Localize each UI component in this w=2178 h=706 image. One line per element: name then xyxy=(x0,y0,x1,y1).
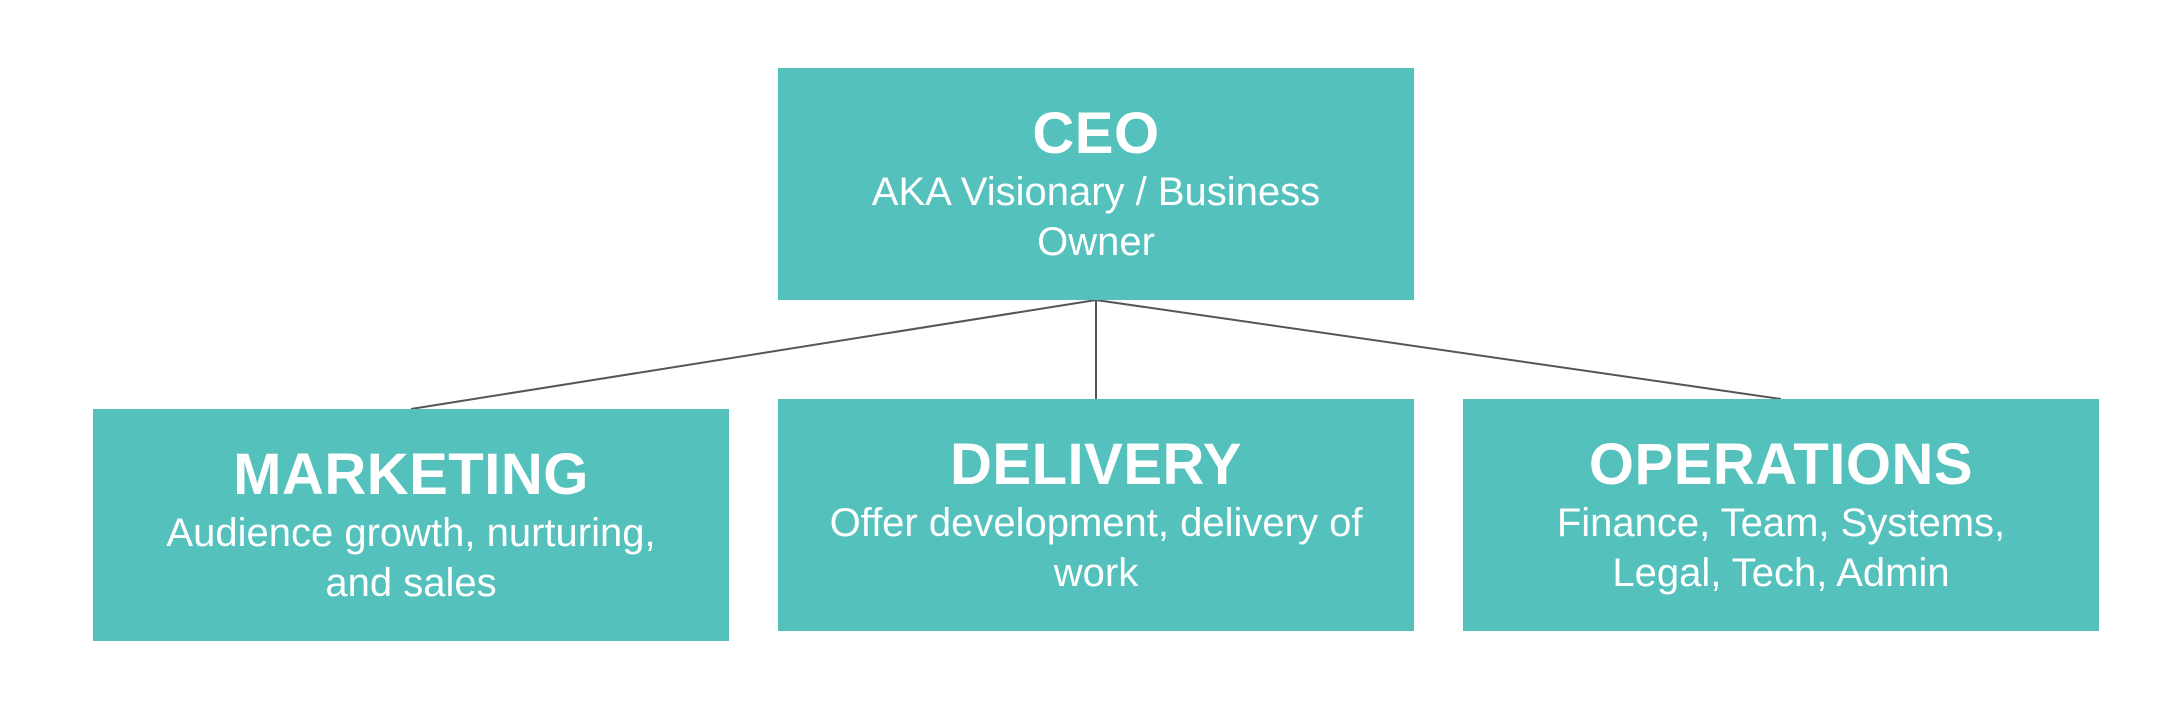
marketing-title: MARKETING xyxy=(233,442,589,507)
ceo-title: CEO xyxy=(1032,101,1160,166)
operations-title: OPERATIONS xyxy=(1588,432,1974,497)
operations-description: Finance, Team, Systems, Legal, Tech, Adm… xyxy=(1556,501,2006,595)
delivery-title: DELIVERY xyxy=(950,432,1242,497)
operations-box: OPERATIONS Finance, Team, Systems, Legal… xyxy=(1463,399,2099,631)
marketing-description: Audience growth, nurturing, and sales xyxy=(166,511,656,605)
delivery-description: Offer development, delivery of work xyxy=(829,501,1363,595)
connector-ceo-marketing xyxy=(410,299,1097,410)
ceo-box: CEO AKA Visionary / Business Owner xyxy=(778,68,1414,300)
ceo-description: AKA Visionary / Business Owner xyxy=(871,170,1321,264)
marketing-box: MARKETING Audience growth, nurturing, an… xyxy=(93,409,729,641)
connector-ceo-operations xyxy=(1095,299,1782,400)
delivery-box: DELIVERY Offer development, delivery of … xyxy=(778,399,1414,631)
